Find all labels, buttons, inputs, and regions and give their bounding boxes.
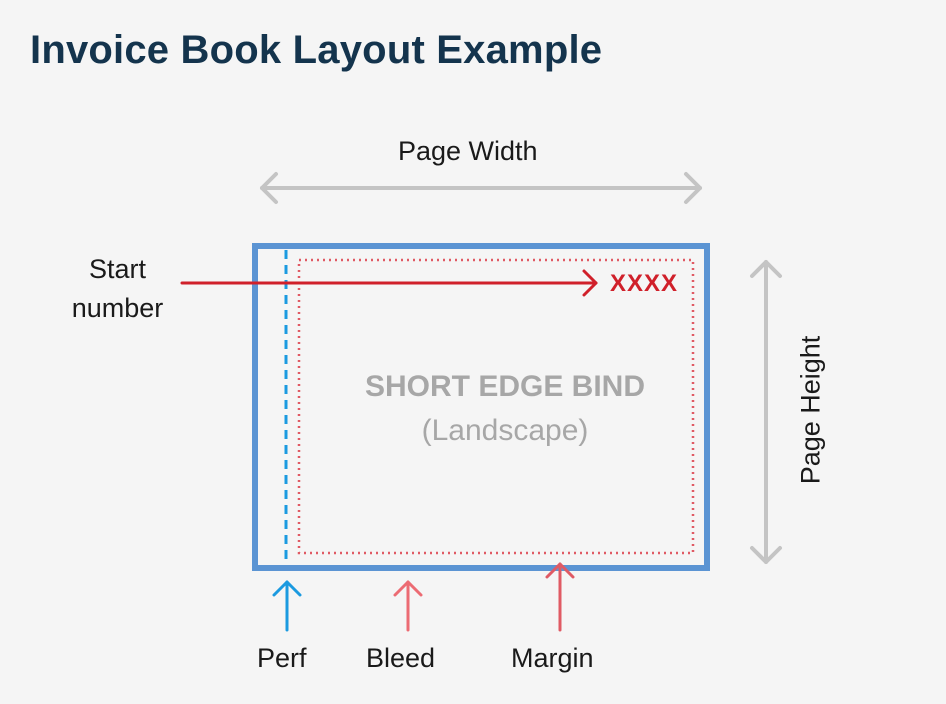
start-number-label-line2: number (71, 293, 164, 323)
perf-label: Perf (257, 643, 307, 673)
perf-arrow (272, 580, 302, 632)
bleed-arrow (393, 580, 423, 632)
bleed-label: Bleed (366, 643, 436, 673)
start-number-arrow (180, 269, 598, 297)
page-height-label: Page Height (795, 335, 826, 485)
page-height-arrow (750, 260, 782, 564)
page-outline (252, 243, 710, 571)
bind-subtitle: (Landscape) (421, 414, 589, 447)
bind-title: SHORT EDGE BIND (364, 370, 646, 403)
page-width-arrow (260, 172, 702, 204)
page-width-label: Page Width (398, 136, 538, 166)
margin-arrow (545, 562, 575, 632)
margin-label: Margin (511, 643, 594, 673)
number-placeholder: XXXX (610, 270, 679, 297)
margin-outline (297, 258, 695, 555)
start-number-label: Start number (60, 250, 175, 328)
start-number-label-line1: Start (88, 254, 147, 284)
page-title: Invoice Book Layout Example (30, 28, 603, 72)
